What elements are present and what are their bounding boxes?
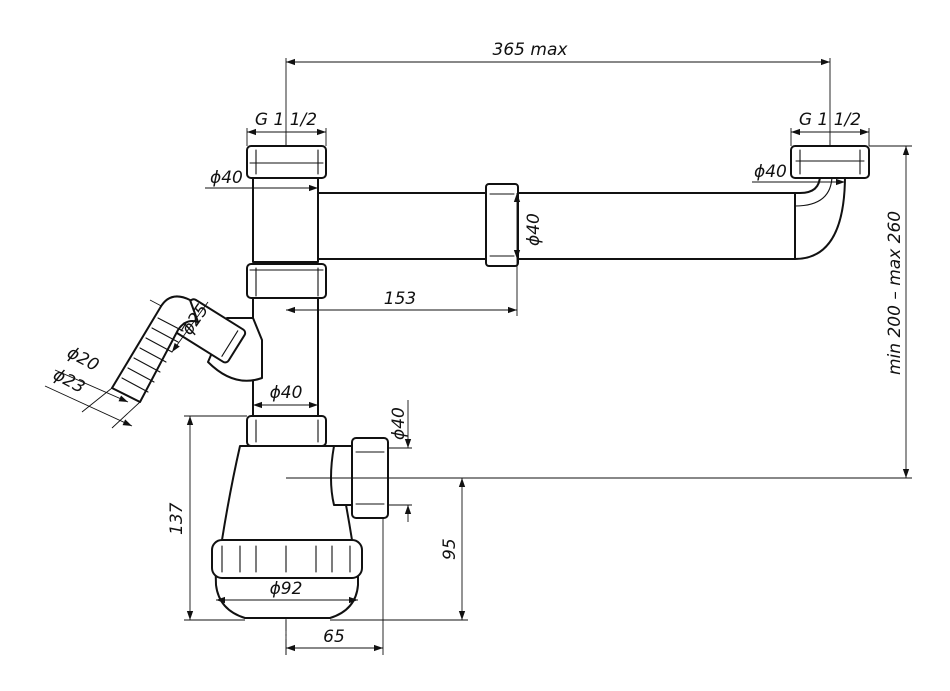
label-dia-branch: ϕ40 — [524, 213, 544, 246]
label-137: 137 — [167, 502, 187, 535]
label-65: 65 — [323, 627, 345, 647]
horizontal-branch-pipe — [283, 174, 846, 260]
label-dia-left-inlet: ϕ40 — [210, 168, 243, 188]
label-dia-stand-pipe: ϕ40 — [270, 383, 303, 403]
branch-union-nut — [485, 183, 519, 267]
corrugated-hose — [111, 295, 199, 403]
dimension-lines — [44, 58, 912, 655]
left-inlet-nut — [246, 145, 327, 179]
label-height-range: min 200 – max 260 — [885, 211, 905, 375]
label-thread-right: G 1 1/2 — [799, 110, 861, 130]
label-dia-trap: ϕ92 — [270, 579, 303, 599]
label-153: 153 — [384, 289, 416, 309]
label-dia-outlet: ϕ40 — [389, 407, 409, 440]
label-thread-left: G 1 1/2 — [255, 110, 317, 130]
right-inlet-nut — [790, 145, 870, 179]
label-dia-right-inlet: ϕ40 — [754, 162, 787, 182]
label-365-max: 365 max — [493, 40, 569, 60]
label-95: 95 — [440, 538, 460, 560]
